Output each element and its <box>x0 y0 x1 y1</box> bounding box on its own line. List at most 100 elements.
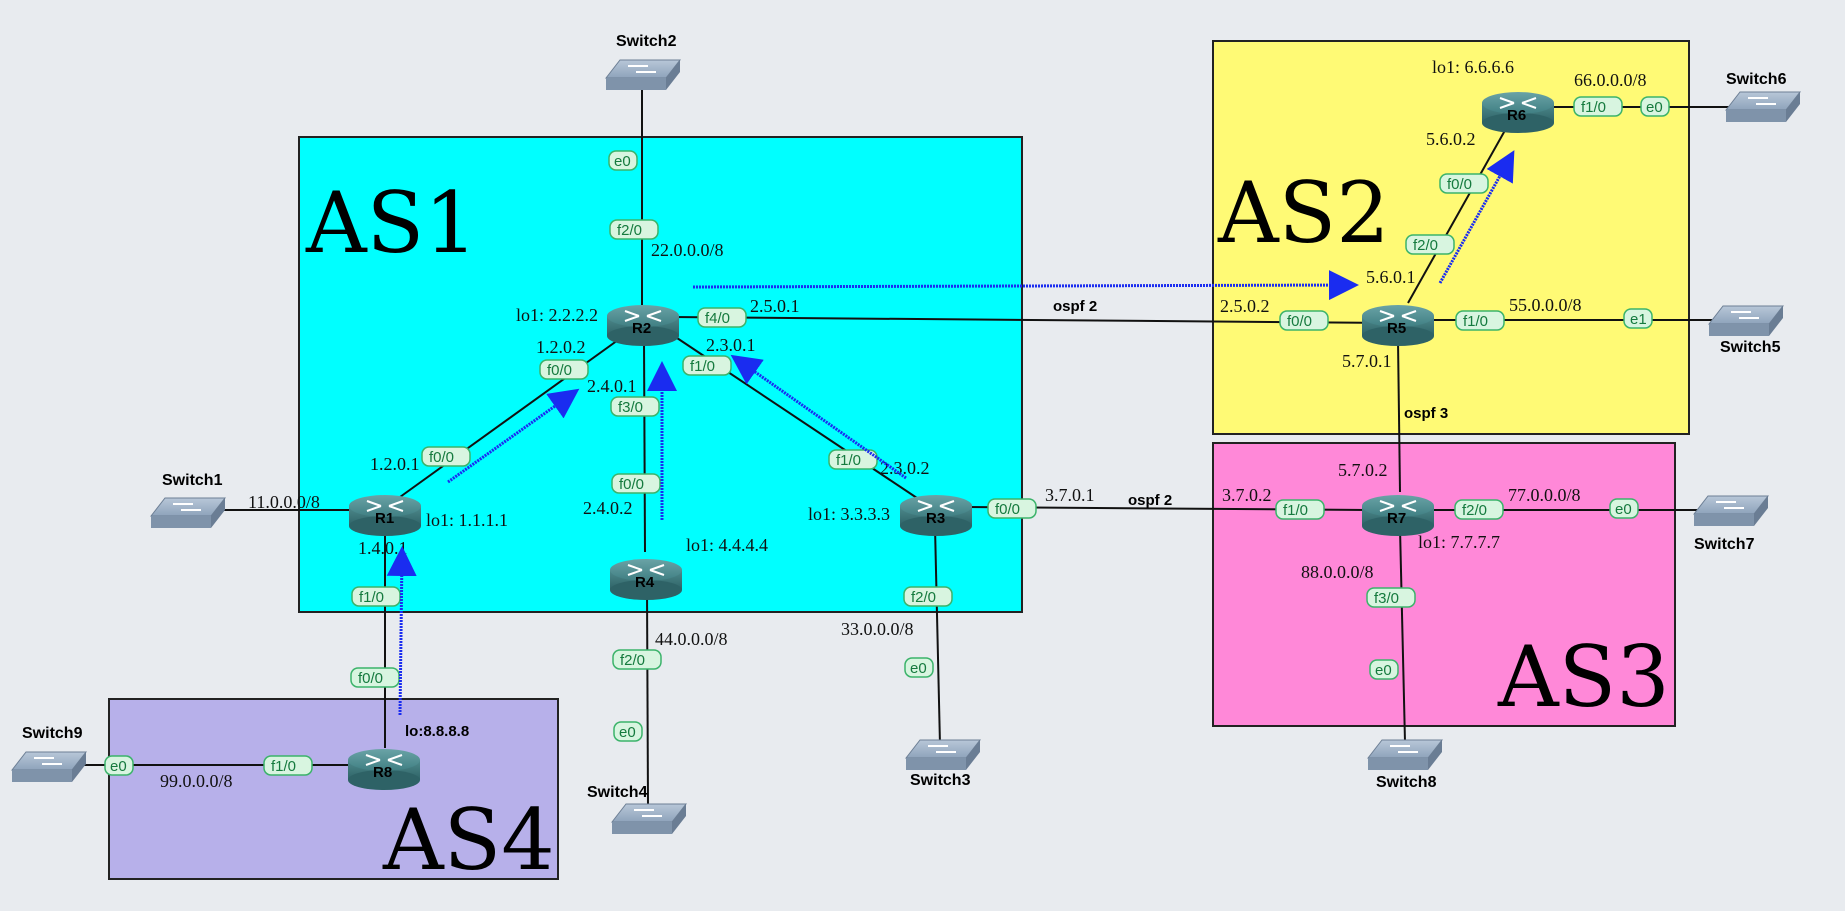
svg-text:f1/0: f1/0 <box>836 452 861 469</box>
router-r5[interactable]: R5 <box>1362 305 1434 346</box>
router-r3[interactable]: R3 <box>900 495 972 536</box>
router-r4[interactable]: R4 <box>610 559 682 600</box>
address-5601: 5.6.0.1 <box>1366 267 1416 287</box>
switch8-label: Switch8 <box>1376 774 1437 791</box>
svg-text:f1/0: f1/0 <box>1581 99 1606 116</box>
link-r2-r1 <box>399 334 626 498</box>
svg-text:f0/0: f0/0 <box>619 476 644 493</box>
switch-icon[interactable] <box>149 497 227 528</box>
svg-text:f0/0: f0/0 <box>547 362 572 379</box>
interface-tag[interactable]: f2/0 <box>609 219 659 240</box>
address-2302: 2.3.0.2 <box>880 458 930 478</box>
router-r2[interactable]: R2 <box>607 305 679 346</box>
address-3702: 3.7.0.2 <box>1222 485 1272 505</box>
interface-tag[interactable]: f0/0 <box>1279 310 1329 331</box>
interface-tag[interactable]: f1/0 <box>263 755 313 776</box>
router-icon <box>1362 305 1434 346</box>
address-33-net: 33.0.0.0/8 <box>841 619 914 639</box>
interface-tag[interactable]: e1 <box>1623 308 1653 329</box>
router-icon <box>349 495 421 536</box>
interface-tag[interactable]: f1/0 <box>1275 499 1325 520</box>
switch-icon[interactable] <box>10 751 88 782</box>
svg-text:f2/0: f2/0 <box>620 652 645 669</box>
interface-tag[interactable]: e0 <box>1369 659 1399 680</box>
address-55-net: 55.0.0.0/8 <box>1509 295 1582 315</box>
arrow-r2-to-r5 <box>692 270 1359 301</box>
router-r8[interactable]: R8 <box>348 749 420 790</box>
address-22-net: 22.0.0.0/8 <box>651 240 724 260</box>
switch5-label: Switch5 <box>1720 339 1781 356</box>
interface-tag[interactable]: f1/0 <box>351 586 401 607</box>
interface-tag[interactable]: f1/0 <box>1455 310 1505 331</box>
ospf-label-r3-r7: ospf 2 <box>1128 492 1172 509</box>
interface-tag[interactable]: f2/0 <box>612 649 662 670</box>
switch6-label: Switch6 <box>1726 71 1787 88</box>
router-r1-label: R1 <box>375 510 394 527</box>
interface-tag[interactable]: f0/0 <box>539 359 589 380</box>
svg-text:e0: e0 <box>910 660 927 677</box>
address-5701: 5.7.0.1 <box>1342 351 1392 371</box>
router-icon <box>900 495 972 536</box>
interface-tag[interactable]: f3/0 <box>610 396 660 417</box>
interface-tag[interactable]: e0 <box>104 755 134 776</box>
interface-tag[interactable]: e0 <box>904 657 934 678</box>
interface-tag[interactable]: f1/0 <box>828 449 878 470</box>
svg-text:f1/0: f1/0 <box>1283 502 1308 519</box>
interface-tag[interactable]: f2/0 <box>1405 234 1455 255</box>
svg-text:f2/0: f2/0 <box>617 222 642 239</box>
router-icon <box>607 305 679 346</box>
interface-tag[interactable]: f0/0 <box>1439 173 1489 194</box>
interface-tag[interactable]: f2/0 <box>903 586 953 607</box>
svg-text:f0/0: f0/0 <box>1287 313 1312 330</box>
svg-text:e0: e0 <box>619 724 636 741</box>
router-r1[interactable]: R1 <box>349 495 421 536</box>
loopback-r7: lo1: 7.7.7.7 <box>1418 532 1500 552</box>
address-2502: 2.5.0.2 <box>1220 296 1270 316</box>
interface-tag[interactable]: f0/0 <box>611 473 661 494</box>
switch-icon[interactable] <box>1366 739 1444 770</box>
link-r3-switch3 <box>934 526 941 746</box>
loopback-r1: lo1: 1.1.1.1 <box>426 510 508 530</box>
interface-tag[interactable]: f3/0 <box>1366 587 1416 608</box>
router-r6[interactable]: R6 <box>1482 92 1554 133</box>
switch-icon[interactable] <box>1692 495 1770 526</box>
interface-tag[interactable]: f0/0 <box>350 667 400 688</box>
switch-icon[interactable] <box>904 739 982 770</box>
as4-region <box>108 698 559 880</box>
address-66-net: 66.0.0.0/8 <box>1574 70 1647 90</box>
interface-tag[interactable]: e0 <box>613 721 643 742</box>
link-r2-r5 <box>669 316 1396 324</box>
interface-tag[interactable]: f0/0 <box>421 446 471 467</box>
interface-tag[interactable]: f0/0 <box>987 498 1037 519</box>
switch-icon[interactable] <box>1707 305 1785 336</box>
switch-icon[interactable] <box>610 803 688 834</box>
router-r4-label: R4 <box>635 574 655 591</box>
as4-label: AS4 <box>382 791 555 889</box>
switch-icon[interactable] <box>604 59 682 90</box>
address-44-net: 44.0.0.0/8 <box>655 629 728 649</box>
interface-tag[interactable]: e0 <box>1609 498 1639 519</box>
as3-region <box>1212 442 1676 727</box>
link-r5-r7 <box>1397 339 1401 493</box>
interface-tag[interactable]: f1/0 <box>1573 96 1623 117</box>
interface-tag[interactable]: f4/0 <box>697 307 747 328</box>
svg-text:f2/0: f2/0 <box>911 589 936 606</box>
interface-tag[interactable]: f2/0 <box>1454 499 1504 520</box>
svg-text:f0/0: f0/0 <box>995 501 1020 518</box>
ospf-label-r5-r7: ospf 3 <box>1404 405 1448 422</box>
address-2402: 2.4.0.2 <box>583 498 633 518</box>
address-77-net: 77.0.0.0/8 <box>1508 485 1581 505</box>
router-icon <box>610 559 682 600</box>
address-1201: 1.2.0.1 <box>370 454 420 474</box>
router-r7[interactable]: R7 <box>1362 495 1434 536</box>
interface-tag[interactable]: e0 <box>1640 96 1670 117</box>
svg-text:e0: e0 <box>1646 99 1663 116</box>
address-11-net: 11.0.0.0/8 <box>248 492 320 512</box>
switch-icon[interactable] <box>1724 91 1802 122</box>
router-r7-label: R7 <box>1387 510 1406 527</box>
interface-tag[interactable]: f1/0 <box>682 355 732 376</box>
interface-tag[interactable]: e0 <box>608 150 638 171</box>
address-2301: 2.3.0.1 <box>706 335 756 355</box>
svg-text:e0: e0 <box>614 153 631 170</box>
